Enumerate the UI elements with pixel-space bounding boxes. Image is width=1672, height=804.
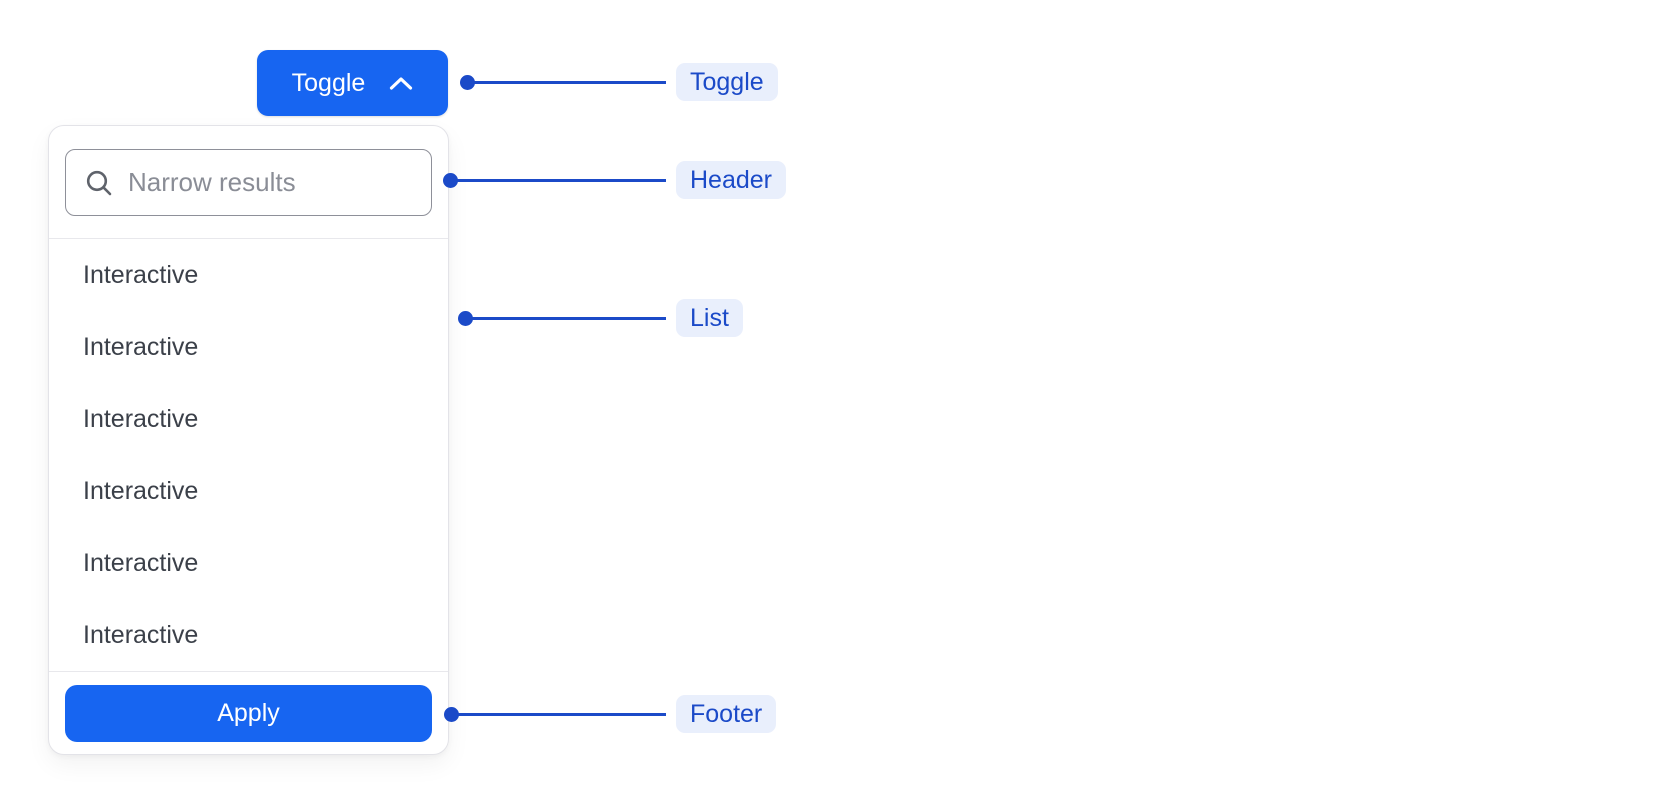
dropdown-panel: Interactive Interactive Interactive Inte… <box>48 125 449 755</box>
dropdown-list: Interactive Interactive Interactive Inte… <box>49 239 448 671</box>
chevron-up-icon <box>389 76 413 91</box>
annotation-label-header: Header <box>676 161 786 199</box>
annotation-dot <box>458 310 473 326</box>
annotation-dot <box>443 172 458 188</box>
annotation-line <box>457 712 666 716</box>
annotation-toggle: Toggle <box>460 63 778 101</box>
annotation-dot <box>444 706 459 722</box>
annotation-line <box>456 178 666 182</box>
annotation-label-list: List <box>676 299 743 337</box>
annotation-header: Header <box>443 161 786 199</box>
annotation-label-footer: Footer <box>676 695 777 733</box>
divider <box>49 671 448 672</box>
annotation-footer: Footer <box>444 695 777 733</box>
list-item[interactable]: Interactive <box>49 527 448 599</box>
apply-button[interactable]: Apply <box>65 685 432 742</box>
list-item[interactable]: Interactive <box>49 599 448 671</box>
search-input[interactable] <box>128 167 413 198</box>
dropdown-header <box>49 126 448 238</box>
dropdown-footer: Apply <box>49 672 448 754</box>
list-item[interactable]: Interactive <box>49 383 448 455</box>
search-field[interactable] <box>65 149 432 216</box>
search-icon <box>84 168 114 198</box>
divider <box>49 238 448 239</box>
annotation-list: List <box>458 299 743 337</box>
annotation-line <box>471 316 666 320</box>
toggle-button[interactable]: Toggle <box>257 50 448 116</box>
toggle-button-label: Toggle <box>291 68 366 97</box>
list-item[interactable]: Interactive <box>49 239 448 311</box>
annotation-dot <box>460 74 475 90</box>
list-item[interactable]: Interactive <box>49 311 448 383</box>
list-item[interactable]: Interactive <box>49 455 448 527</box>
annotation-line <box>473 80 666 84</box>
annotation-label-toggle: Toggle <box>676 63 778 101</box>
